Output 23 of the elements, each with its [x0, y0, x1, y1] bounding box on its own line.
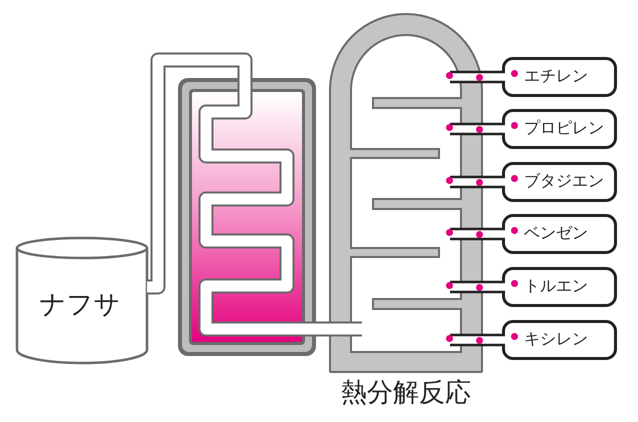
pipe — [483, 228, 505, 240]
product-label: トルエン — [524, 277, 588, 297]
tank-label: ナフサ — [40, 289, 120, 319]
pipe — [483, 70, 505, 84]
product-box — [502, 162, 617, 202]
product-box — [502, 267, 617, 307]
furnace — [178, 78, 316, 356]
product-box — [502, 109, 617, 149]
pipe — [483, 122, 505, 136]
product-box — [502, 57, 617, 97]
product-label: キシレン — [524, 330, 588, 350]
pipe — [316, 322, 329, 336]
pipe — [483, 334, 505, 346]
product-label: プロピレン — [524, 119, 604, 139]
product-label: ベンゼン — [524, 224, 588, 244]
reactor-caption: 熱分解反応 — [341, 377, 471, 407]
product-box — [502, 214, 617, 254]
product-box — [502, 320, 617, 360]
product-label: エチレン — [524, 67, 588, 87]
pipe — [483, 176, 505, 188]
pipe — [147, 52, 252, 294]
pipe — [483, 280, 505, 294]
product-label: ブタジエン — [524, 172, 604, 192]
